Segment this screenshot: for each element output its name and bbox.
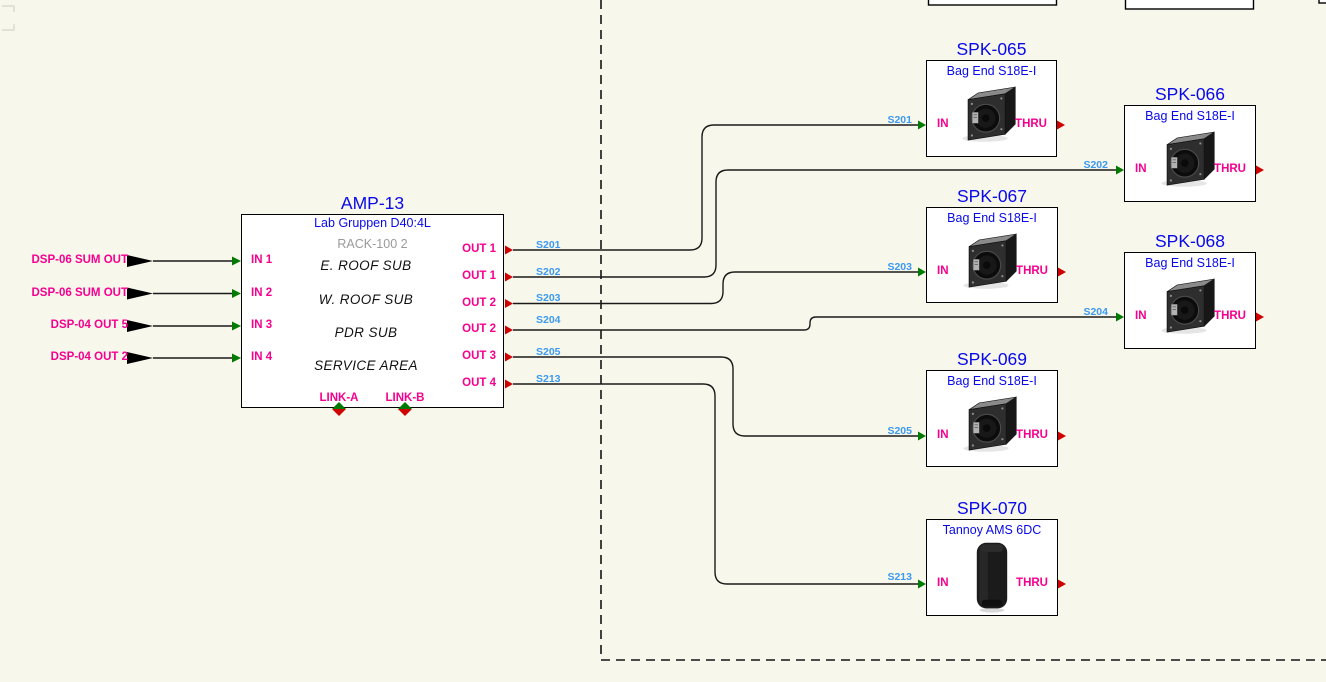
amp-out-port-label: OUT 3 — [462, 350, 496, 362]
amp-out-port-label: OUT 1 — [462, 270, 496, 282]
wall-speaker-image — [976, 542, 1008, 613]
subwoofer-image — [1161, 131, 1215, 187]
wire-label-speaker-side: S202 — [1083, 159, 1108, 171]
speaker-title: SPK-068 — [1154, 231, 1226, 251]
input-source-label: DSP-04 OUT 5 — [50, 319, 128, 331]
speaker-model: Bag End S18E-I — [947, 211, 1037, 225]
speaker-model: Bag End S18E-I — [946, 64, 1037, 78]
speaker-model: Tannoy AMS 6DC — [942, 523, 1042, 537]
speaker-model: Bag End S18E-I — [1145, 109, 1235, 123]
zone-boundary-dashed-line — [600, 0, 1326, 661]
wire-label-amp-side: S204 — [536, 314, 561, 326]
amp-in-arrow-icon — [232, 256, 241, 363]
speaker-thru-arrow-icon — [1057, 120, 1264, 589]
wire-label-speaker-side: S204 — [1083, 306, 1108, 318]
amp-link-a-label: LINK-A — [319, 392, 359, 404]
speaker-in-port-label: IN — [937, 265, 949, 277]
speaker-in-port-label: IN — [937, 118, 949, 130]
wire-s202 — [513, 169, 1116, 278]
amp-in-port-label: IN 3 — [251, 319, 273, 331]
wire-s203 — [513, 271, 918, 305]
source-arrow-icon — [127, 255, 153, 364]
amp-channel-name: SERVICE AREA — [314, 358, 418, 373]
amp-out-port-label: OUT 4 — [462, 377, 496, 389]
amp-input-wires — [153, 260, 233, 359]
sheet-corner-marks — [2, 5, 15, 31]
subwoofer-image — [963, 233, 1017, 289]
amp-title: AMP-13 — [340, 193, 405, 213]
wire-label-speaker-side: S205 — [887, 425, 912, 437]
speaker-in-port-label: IN — [1135, 163, 1147, 175]
speaker-in-port-label: IN — [1135, 310, 1147, 322]
wire-label-amp-side: S213 — [536, 373, 561, 385]
speaker-in-port-label: IN — [937, 577, 949, 589]
partial-block-top-2 — [1124, 0, 1255, 10]
speaker-title: SPK-065 — [956, 39, 1027, 59]
amp-channel-name: PDR SUB — [334, 325, 398, 340]
speaker-model: Bag End S18E-I — [947, 374, 1037, 388]
subwoofer-image — [1161, 278, 1215, 334]
wire-label-amp-side: S203 — [536, 292, 561, 304]
amp-channel-name: W. ROOF SUB — [318, 292, 414, 307]
speaker-in-arrow-icon — [918, 120, 1124, 589]
speaker-title: SPK-066 — [1154, 84, 1226, 104]
amp-link-b-label: LINK-B — [385, 392, 425, 404]
wire-s213 — [513, 383, 918, 585]
partial-block-top-right — [1318, 0, 1326, 4]
amp-channel-name: E. ROOF SUB — [320, 258, 412, 273]
wire-label-amp-side: S205 — [536, 346, 561, 358]
wire-s201 — [513, 124, 918, 251]
partial-block-top-1 — [927, 0, 1058, 6]
speaker-thru-port-label: THRU — [1015, 118, 1047, 130]
amp-in-port-label: IN 2 — [251, 286, 273, 299]
amp-out-port-label: OUT 2 — [462, 296, 496, 309]
wire-label-amp-side: S201 — [536, 239, 561, 251]
speaker-thru-port-label: THRU — [1016, 429, 1048, 441]
wire-s205 — [513, 356, 918, 437]
subwoofer-image — [963, 396, 1017, 452]
speaker-title: SPK-069 — [956, 349, 1028, 369]
link-port-diamond-icon — [332, 402, 412, 416]
speaker-in-port-label: IN — [937, 429, 949, 441]
amp-out-arrow-icon — [505, 245, 513, 389]
speaker-thru-port-label: THRU — [1214, 163, 1246, 175]
amp-in-port-label: IN 1 — [251, 254, 273, 266]
speaker-thru-port-label: THRU — [1016, 265, 1048, 277]
wire-label-speaker-side: S213 — [887, 571, 912, 583]
amp-in-port-label: IN 4 — [251, 351, 273, 363]
amp-block-box — [241, 214, 504, 408]
input-source-label: DSP-04 OUT 2 — [50, 351, 128, 363]
speaker-title: SPK-070 — [956, 498, 1028, 518]
wire-label-amp-side: S202 — [536, 266, 561, 278]
amp-out-port-label: OUT 2 — [462, 323, 496, 335]
subwoofer-image — [962, 86, 1016, 142]
wire-label-speaker-side: S203 — [887, 261, 912, 273]
amp-rack-label: RACK-100 2 — [337, 237, 408, 251]
input-source-label: DSP-06 SUM OUT — [31, 254, 129, 266]
speaker-model: Bag End S18E-I — [1145, 256, 1235, 270]
amp-model: Lab Gruppen D40:4L — [314, 216, 431, 230]
speaker-title: SPK-067 — [956, 186, 1028, 206]
wire-s204 — [513, 316, 1116, 331]
input-source-label: DSP-06 SUM OUT — [31, 286, 129, 299]
speaker-thru-port-label: THRU — [1214, 310, 1246, 322]
speaker-thru-port-label: THRU — [1016, 577, 1048, 589]
amp-out-port-label: OUT 1 — [462, 243, 496, 255]
wire-label-speaker-side: S201 — [887, 114, 912, 126]
